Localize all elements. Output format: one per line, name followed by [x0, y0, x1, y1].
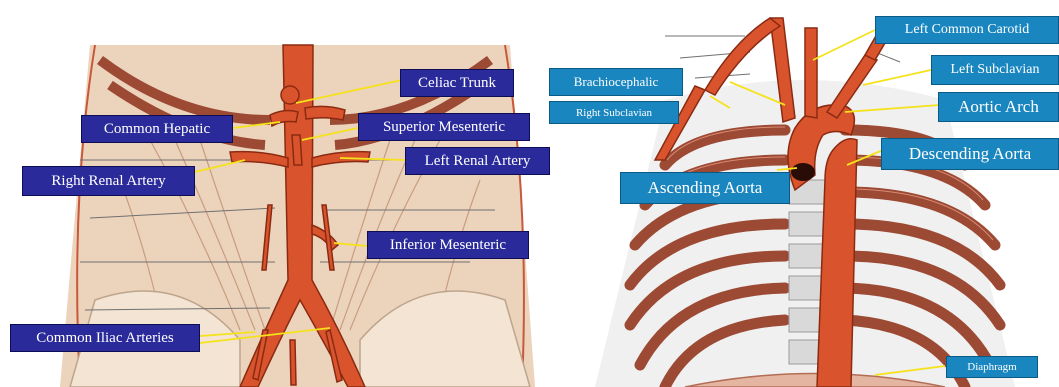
label-left-subclavian: Left Subclavian — [931, 55, 1059, 85]
label-diaphragm: Diaphragm — [946, 356, 1038, 378]
label-common-hepatic: Common Hepatic — [81, 115, 233, 143]
label-celiac-trunk: Celiac Trunk — [400, 69, 514, 97]
thoracic-aorta-diagram: Left Common Carotid Left Subclavian Brac… — [545, 0, 1059, 387]
label-right-renal-artery: Right Renal Artery — [22, 166, 195, 196]
aortic-root-opening — [791, 163, 815, 181]
label-right-subclavian: Right Subclavian — [549, 101, 679, 124]
label-descending-aorta: Descending Aorta — [881, 138, 1059, 170]
label-ascending-aorta: Ascending Aorta — [620, 172, 790, 204]
label-inferior-mesenteric: Inferior Mesenteric — [367, 231, 529, 259]
abdominal-aorta-diagram: Celiac Trunk Common Hepatic Superior Mes… — [0, 0, 560, 387]
label-aortic-arch: Aortic Arch — [938, 92, 1059, 122]
label-left-common-carotid: Left Common Carotid — [875, 16, 1059, 44]
label-brachiocephalic: Brachiocephalic — [549, 68, 683, 96]
label-superior-mesenteric: Superior Mesenteric — [358, 113, 530, 141]
label-common-iliac-arteries: Common Iliac Arteries — [10, 324, 200, 352]
label-left-renal-artery: Left Renal Artery — [405, 147, 550, 175]
